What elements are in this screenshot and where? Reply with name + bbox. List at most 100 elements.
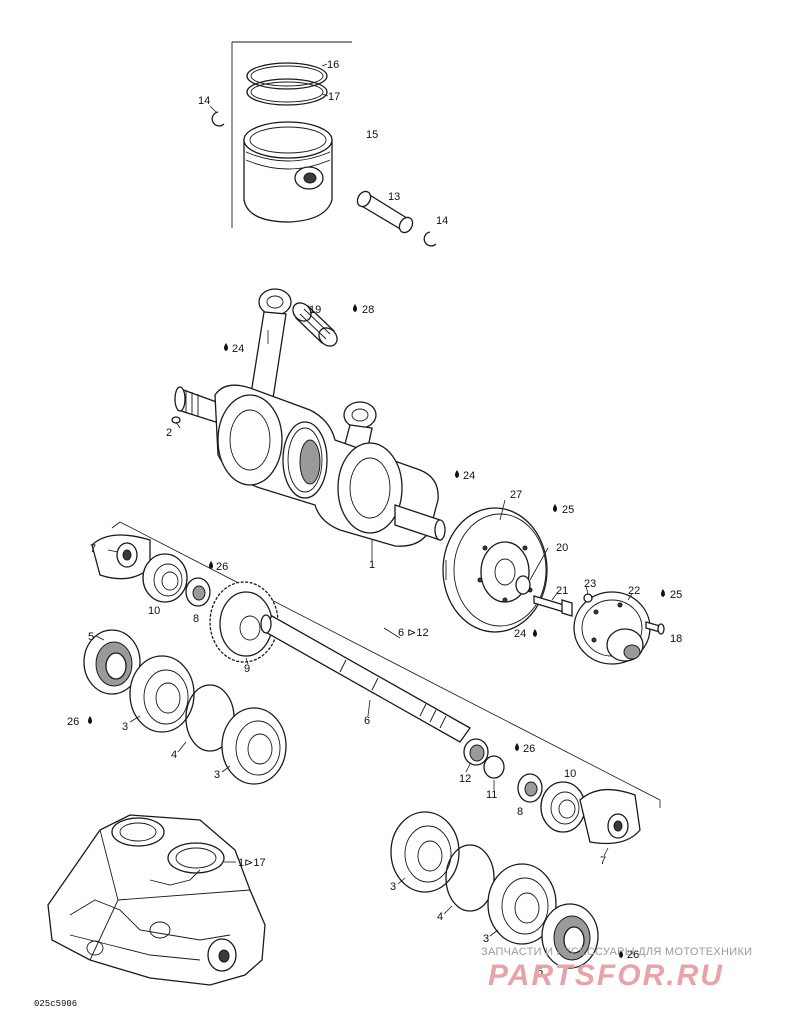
- oil-drop-icon: [209, 561, 213, 569]
- callout-7: 7: [90, 543, 96, 555]
- oil-drop-icon: [224, 343, 228, 351]
- callout-24: 24: [232, 343, 244, 355]
- washer-20[interactable]: [515, 575, 531, 595]
- callout-10: 10: [564, 768, 576, 780]
- woodruff-key-2[interactable]: [171, 416, 181, 424]
- callout-11: 11: [486, 789, 497, 801]
- oil-drop-icon: [455, 470, 459, 478]
- callout-12: 12: [459, 773, 471, 785]
- ring-11[interactable]: [483, 755, 505, 779]
- balance-shaft-group: [83, 534, 641, 969]
- callout-16: 16: [327, 59, 339, 71]
- callout-27: 27: [510, 489, 522, 501]
- oil-drop-icon: [533, 629, 537, 637]
- piston-group: [211, 41, 437, 247]
- circlip-4-right[interactable]: [445, 844, 495, 912]
- bearing-10-left[interactable]: [142, 553, 188, 603]
- needle-bearing-19[interactable]: [289, 299, 340, 349]
- callout-25: 25: [562, 504, 574, 516]
- seal-8-right[interactable]: [517, 773, 543, 803]
- piston-15[interactable]: [243, 121, 333, 223]
- callout-14: 14: [198, 95, 210, 107]
- callout-9: 9: [244, 663, 250, 675]
- callout-8: 8: [193, 613, 199, 625]
- callout-23: 23: [584, 578, 596, 590]
- screw-18[interactable]: [645, 621, 665, 635]
- watermark-tagline: ЗАПЧАСТИ И АКСЕССУАРЫ ДЛЯ МОТОТЕХНИКИ: [481, 946, 752, 958]
- seal-5-left[interactable]: [83, 629, 141, 695]
- flywheel-27[interactable]: [442, 507, 548, 633]
- callout-4: 4: [437, 911, 443, 923]
- balance-shaft-6[interactable]: [260, 614, 471, 743]
- oil-drop-icon: [553, 504, 557, 512]
- callout-6-to-12: 6 ⊳12: [398, 627, 429, 639]
- callout-3: 3: [122, 721, 128, 733]
- oil-drop-icon: [515, 743, 519, 751]
- callout-26: 26: [523, 743, 535, 755]
- bearing-3-lower-left[interactable]: [221, 707, 287, 785]
- callout-2: 2: [166, 427, 172, 439]
- callout-4: 4: [171, 749, 177, 761]
- oil-drop-icon: [619, 950, 623, 958]
- crankshaft-1[interactable]: [214, 384, 446, 547]
- oil-drop-icon: [661, 589, 665, 597]
- bearing-3-lower-right[interactable]: [487, 863, 557, 945]
- callout-6: 6: [364, 715, 370, 727]
- watermark: ЗАПЧАСТИ И АКСЕССУАРЫ ДЛЯ МОТОТЕХНИКИ PA…: [481, 946, 752, 992]
- wrist-pin-13[interactable]: [355, 189, 415, 235]
- counterweight-7-left[interactable]: [91, 534, 151, 580]
- callout-18: 18: [670, 633, 682, 645]
- oil-drop-icon: [353, 304, 357, 312]
- bearing-3-upper-right[interactable]: [390, 811, 460, 893]
- callout-28: 28: [362, 304, 374, 316]
- callout-3: 3: [483, 933, 489, 945]
- hub-22[interactable]: [573, 591, 651, 665]
- callout-24: 24: [514, 628, 526, 640]
- circlip-14-left[interactable]: [211, 111, 225, 127]
- callout-14: 14: [436, 215, 448, 227]
- callout-5: 5: [537, 966, 543, 978]
- callout-25: 25: [670, 589, 682, 601]
- callout-10: 10: [148, 605, 160, 617]
- bearing-3-upper-left[interactable]: [129, 655, 195, 733]
- bearing-10-right[interactable]: [540, 781, 586, 833]
- counterweight-7-right[interactable]: [579, 788, 641, 845]
- pin-23[interactable]: [583, 593, 593, 603]
- callout-19: 19: [309, 304, 321, 316]
- callout-26: 26: [67, 716, 79, 728]
- drawing-code: 025c5906: [34, 999, 77, 1009]
- seal-5-right[interactable]: [541, 903, 599, 969]
- oil-drop-icon: [88, 716, 92, 724]
- seal-8-left[interactable]: [185, 577, 211, 607]
- crankcase-engine-block[interactable]: [47, 814, 266, 986]
- callout-26: 26: [216, 561, 228, 573]
- callout-15: 15: [366, 129, 378, 141]
- circlip-14-right[interactable]: [423, 231, 437, 247]
- piston-ring-16[interactable]: [246, 62, 328, 90]
- callout-13: 13: [388, 191, 400, 203]
- magneto-group: [442, 507, 665, 665]
- callout-24: 24: [463, 470, 475, 482]
- callout-1-to-17: 1⊳17: [238, 857, 266, 869]
- callout-21: 21: [556, 585, 568, 597]
- crankshaft-group: [171, 288, 446, 547]
- callout-26: 26: [627, 949, 639, 961]
- piston-ring-17[interactable]: [246, 78, 328, 106]
- callout-3: 3: [390, 881, 396, 893]
- lubricant-drop-markers: [88, 304, 665, 958]
- callout-3: 3: [214, 769, 220, 781]
- callout-5: 5: [88, 631, 94, 643]
- leader-lines: [95, 63, 633, 937]
- watermark-brand: PARTSFOR.RU: [488, 959, 724, 992]
- balance-shaft-frame: [111, 521, 661, 808]
- callout-8: 8: [517, 806, 523, 818]
- callout-labels: 16 17 14 15 13 14 19 28 24 2 24 27 25 20…: [67, 59, 682, 978]
- needle-bearing-12[interactable]: [463, 738, 489, 766]
- callout-7: 7: [600, 855, 606, 867]
- callout-20: 20: [556, 542, 568, 554]
- callout-22: 22: [628, 585, 640, 597]
- callout-17: 17: [328, 91, 340, 103]
- screw-21[interactable]: [533, 595, 573, 617]
- callout-1: 1: [369, 559, 375, 571]
